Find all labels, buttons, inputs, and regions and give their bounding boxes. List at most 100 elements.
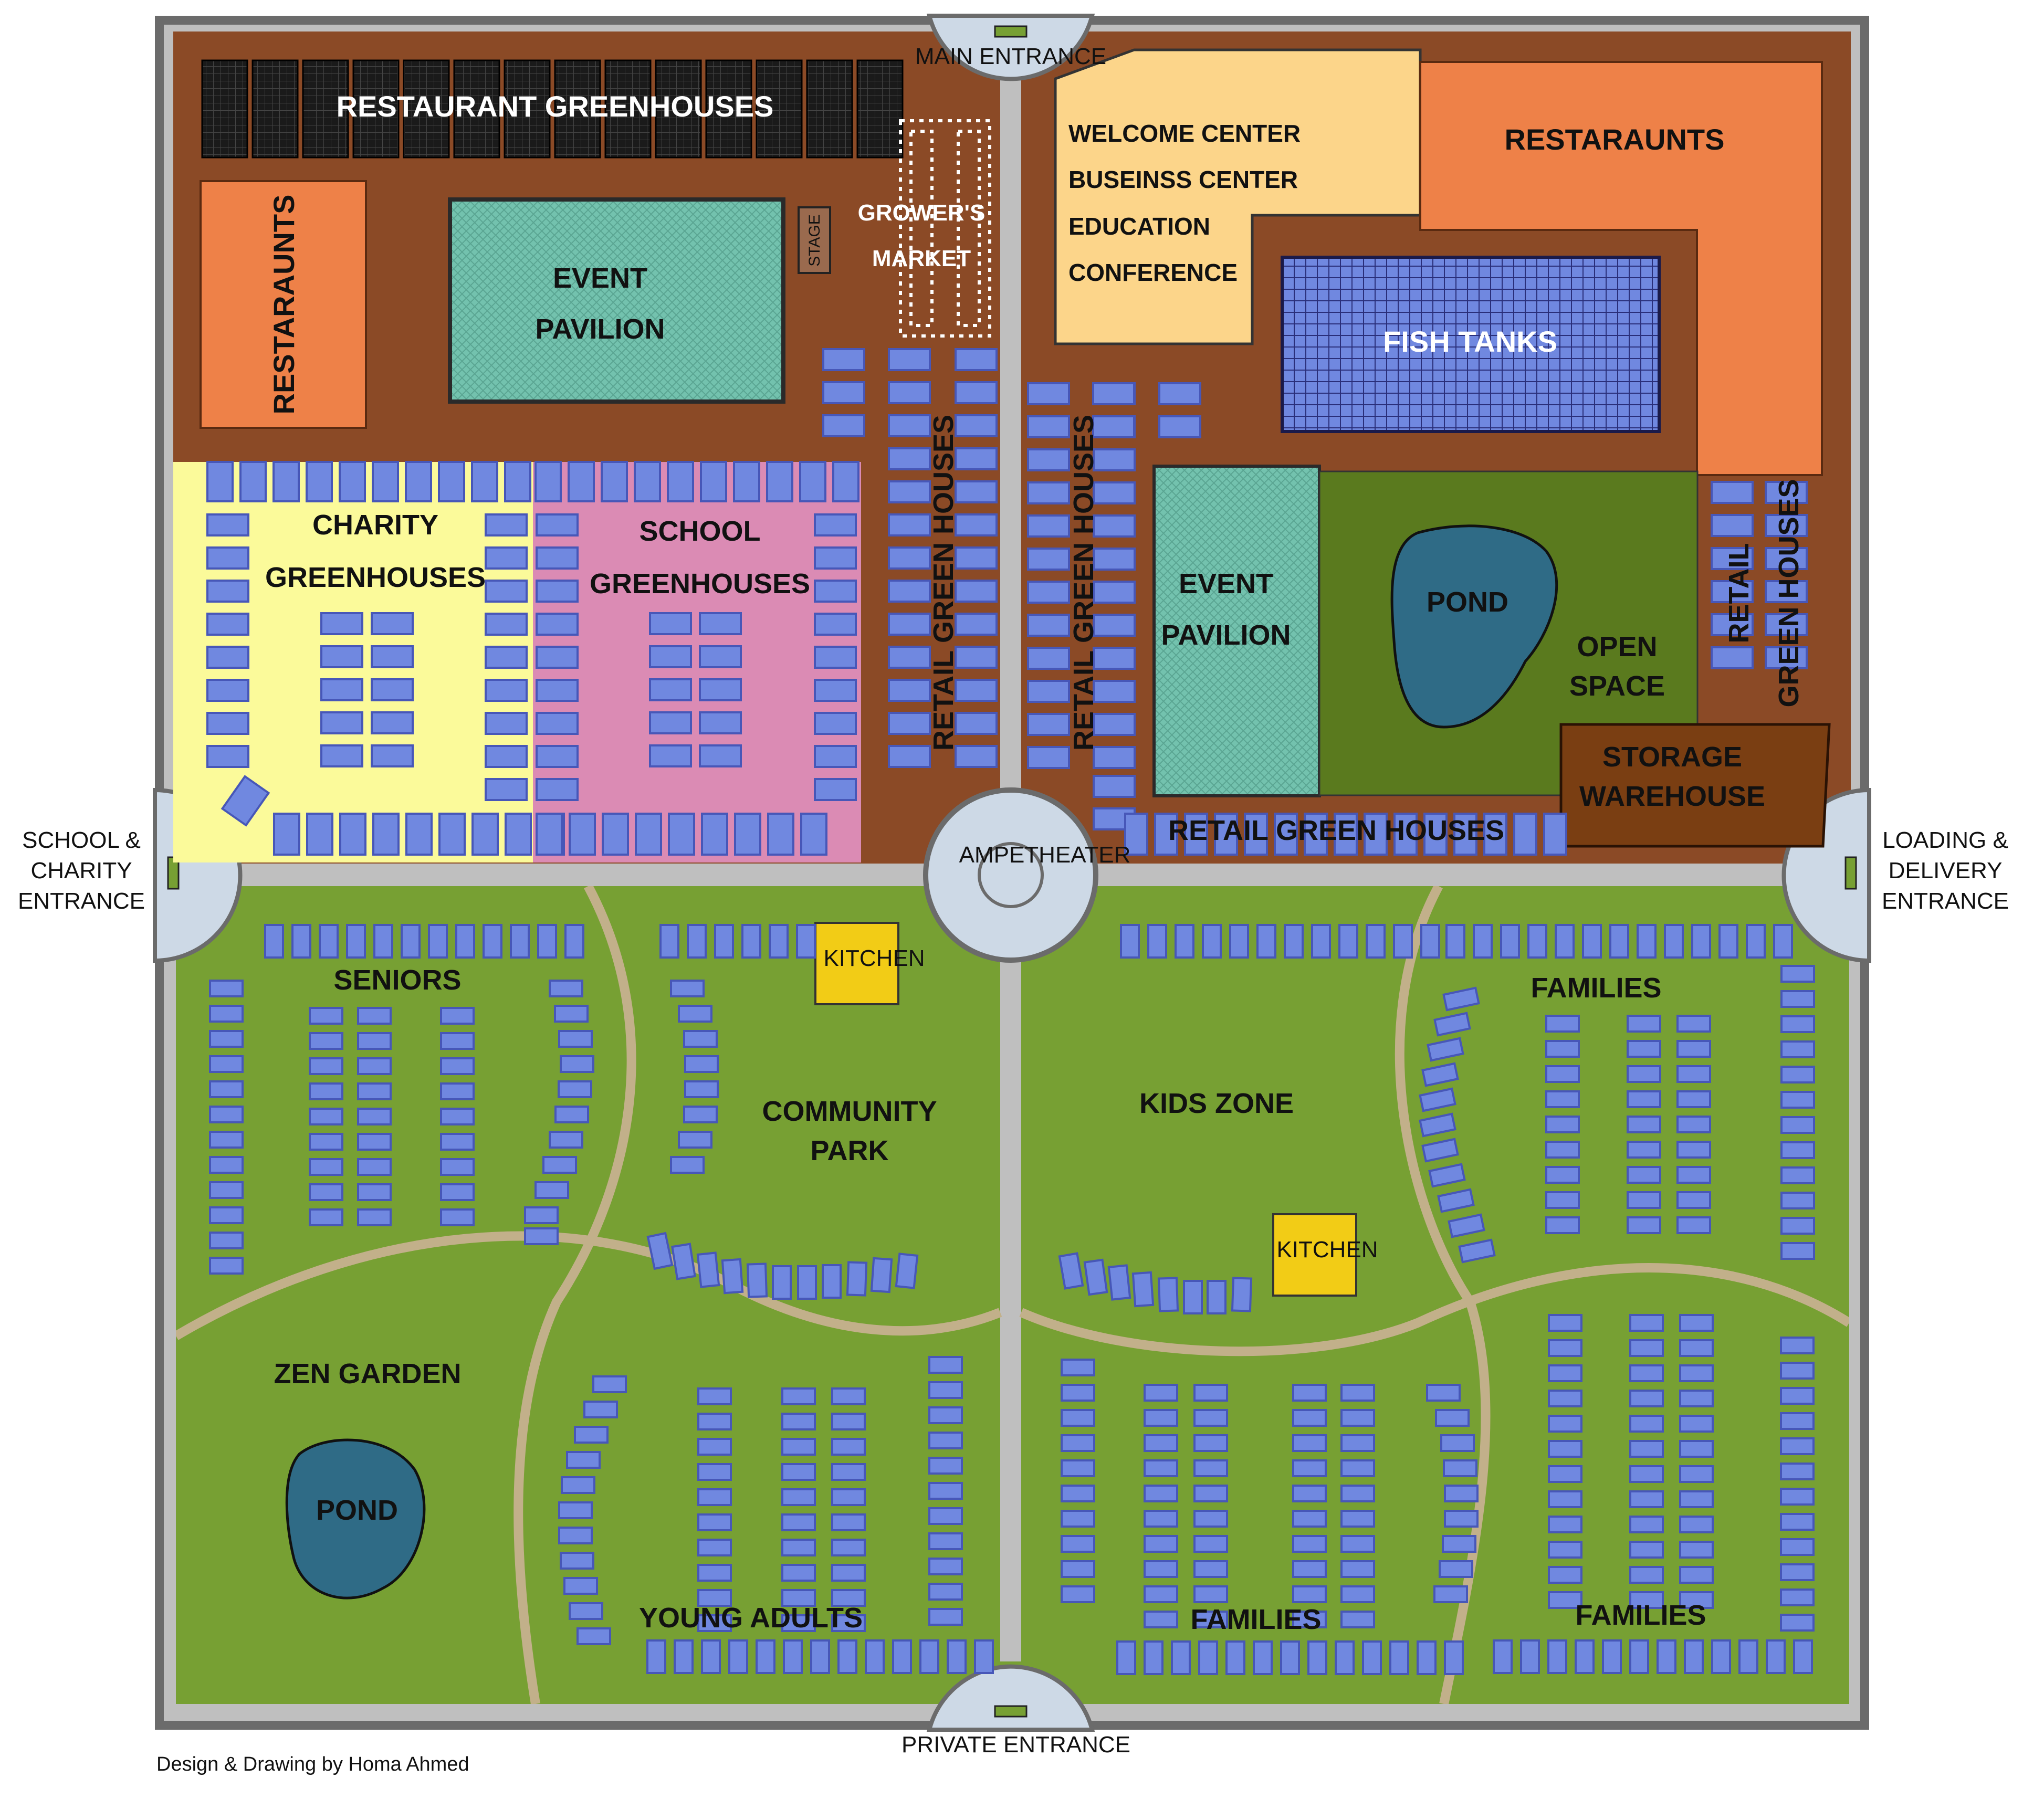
garden-plot[interactable] [320,744,363,767]
garden-plot[interactable] [209,1232,244,1249]
garden-plot[interactable] [440,1158,475,1176]
garden-plot[interactable] [668,813,695,856]
garden-plot[interactable] [1711,547,1754,570]
garden-plot[interactable] [1443,1459,1477,1477]
garden-plot[interactable] [1629,1541,1664,1559]
garden-plot[interactable] [1679,1516,1714,1533]
garden-plot[interactable] [485,513,528,536]
garden-plot[interactable] [1629,1465,1664,1483]
restaurant-greenhouse[interactable] [604,59,652,159]
garden-plot[interactable] [455,924,475,959]
garden-plot[interactable] [1691,924,1711,959]
garden-plot[interactable] [566,1451,601,1469]
garden-plot[interactable] [1093,713,1136,736]
garden-plot[interactable] [781,1513,816,1531]
garden-plot[interactable] [831,1539,866,1556]
garden-plot[interactable] [1304,813,1328,856]
garden-plot[interactable] [206,613,249,636]
garden-plot[interactable] [1555,924,1575,959]
garden-plot[interactable] [831,1387,866,1405]
garden-plot[interactable] [831,1413,866,1430]
garden-plot[interactable] [955,613,998,636]
garden-plot[interactable] [928,1558,963,1575]
garden-plot[interactable] [1548,1591,1582,1609]
garden-plot[interactable] [649,678,692,701]
garden-plot[interactable] [1718,924,1738,959]
garden-plot[interactable] [646,1639,666,1674]
garden-plot[interactable] [659,924,679,959]
garden-plot[interactable] [206,745,249,768]
garden-plot[interactable] [372,461,399,502]
garden-plot[interactable] [1207,1280,1227,1314]
garden-plot[interactable] [1780,1387,1815,1405]
garden-plot[interactable] [558,1080,592,1098]
garden-plot[interactable] [1627,1191,1661,1209]
garden-plot[interactable] [371,645,414,668]
garden-plot[interactable] [955,381,998,404]
garden-plot[interactable] [1629,1566,1664,1584]
garden-plot[interactable] [1193,1485,1228,1502]
garden-plot[interactable] [1292,1485,1327,1502]
restaurant-greenhouse[interactable] [705,59,752,159]
garden-plot[interactable] [1421,1138,1459,1163]
garden-plot[interactable] [781,1413,816,1430]
garden-plot[interactable] [783,1639,803,1674]
garden-plot[interactable] [670,1156,705,1174]
garden-plot[interactable] [1746,924,1766,959]
event-pavilion-right[interactable] [1152,465,1321,797]
garden-plot[interactable] [209,980,244,997]
restaurant-greenhouse[interactable] [756,59,803,159]
amphitheater[interactable] [923,787,1098,963]
garden-plot[interactable] [401,924,421,959]
garden-plot[interactable] [1445,924,1465,959]
garden-plot[interactable] [1627,1065,1661,1083]
garden-plot[interactable] [1780,990,1815,1008]
garden-plot[interactable] [372,813,400,856]
garden-plot[interactable] [1202,924,1222,959]
garden-plot[interactable] [888,480,931,503]
garden-plot[interactable] [1765,547,1808,570]
garden-plot[interactable] [440,1032,475,1050]
garden-plot[interactable] [505,813,532,856]
garden-plot[interactable] [928,1432,963,1449]
garden-plot[interactable] [1027,514,1070,538]
garden-plot[interactable] [1676,1065,1711,1083]
garden-plot[interactable] [1292,1611,1327,1628]
garden-plot[interactable] [1448,1213,1485,1238]
garden-plot[interactable] [1061,1434,1095,1452]
garden-plot[interactable] [485,679,528,702]
garden-plot[interactable] [1780,1166,1815,1184]
garden-plot[interactable] [1193,1535,1228,1553]
garden-plot[interactable] [357,1208,392,1226]
garden-plot[interactable] [558,1527,593,1544]
garden-plot[interactable] [814,745,857,768]
garden-plot[interactable] [1292,1560,1327,1578]
garden-plots[interactable] [206,348,1815,1675]
garden-plot[interactable] [1157,1277,1179,1312]
garden-plot[interactable] [1657,1639,1676,1674]
garden-plot[interactable] [831,1564,866,1582]
garden-plot[interactable] [814,580,857,603]
garden-plot[interactable] [320,612,363,635]
garden-plot[interactable] [888,745,931,768]
garden-plot[interactable] [1780,1588,1815,1606]
garden-plot[interactable] [1183,1280,1203,1314]
garden-plot[interactable] [697,1438,732,1456]
garden-plot[interactable] [1428,1163,1466,1188]
garden-plot[interactable] [1083,1258,1108,1296]
garden-plot[interactable] [814,646,857,669]
garden-plot[interactable] [814,613,857,636]
garden-plot[interactable] [1548,1314,1582,1332]
garden-plot[interactable] [1711,580,1754,603]
garden-plot[interactable] [558,1501,593,1519]
garden-plot[interactable] [1679,1591,1714,1609]
garden-plot[interactable] [1711,1639,1731,1674]
garden-plot[interactable] [1780,1066,1815,1083]
garden-plot[interactable] [1171,1640,1191,1675]
garden-plot[interactable] [1548,1339,1582,1357]
garden-plot[interactable] [440,1208,475,1226]
garden-plot[interactable] [1144,1611,1178,1628]
garden-plot[interactable] [1093,548,1136,571]
garden-plot[interactable] [1780,1217,1815,1235]
garden-plot[interactable] [766,461,793,502]
